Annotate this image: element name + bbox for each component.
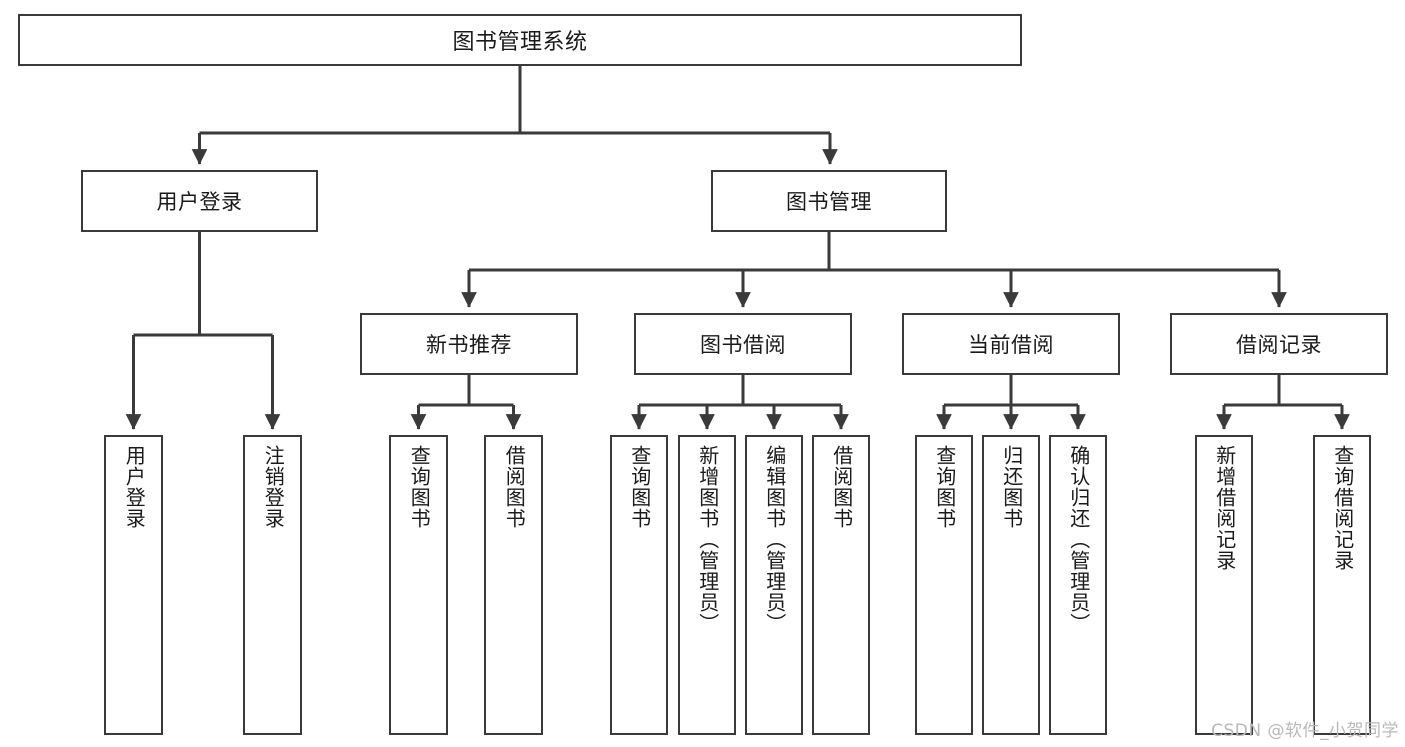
leaf-logout[interactable]: 注销登录 [243,435,302,735]
node-book-management[interactable]: 图书管理 [711,170,947,232]
leaf-edit-book-admin[interactable]: 编辑图书（管理员） [745,435,803,735]
node-book-borrow[interactable]: 图书借阅 [634,313,852,375]
leaf-confirm-return-admin[interactable]: 确认归还（管理员） [1049,435,1107,735]
leaf-add-book-admin[interactable]: 新增图书（管理员） [678,435,736,735]
leaf-borrow-book-newbook[interactable]: 借阅图书 [484,435,543,735]
node-user-login[interactable]: 用户登录 [81,170,318,232]
leaf-borrow-book[interactable]: 借阅图书 [812,435,870,735]
node-root[interactable]: 图书管理系统 [18,14,1022,66]
leaf-add-borrow-record[interactable]: 新增借阅记录 [1195,435,1253,735]
node-current-borrow[interactable]: 当前借阅 [902,313,1120,375]
leaf-return-book[interactable]: 归还图书 [982,435,1040,735]
leaf-query-book-current[interactable]: 查询图书 [915,435,973,735]
node-new-book-recommend[interactable]: 新书推荐 [360,313,578,375]
csdn-watermark: CSDN @软件_小贺同学 [1211,721,1399,741]
leaf-user-login[interactable]: 用户登录 [104,435,163,735]
leaf-query-book-borrow[interactable]: 查询图书 [610,435,668,735]
leaf-query-borrow-record[interactable]: 查询借阅记录 [1313,435,1371,735]
node-borrow-record[interactable]: 借阅记录 [1170,313,1388,375]
leaf-query-book-newbook[interactable]: 查询图书 [389,435,448,735]
